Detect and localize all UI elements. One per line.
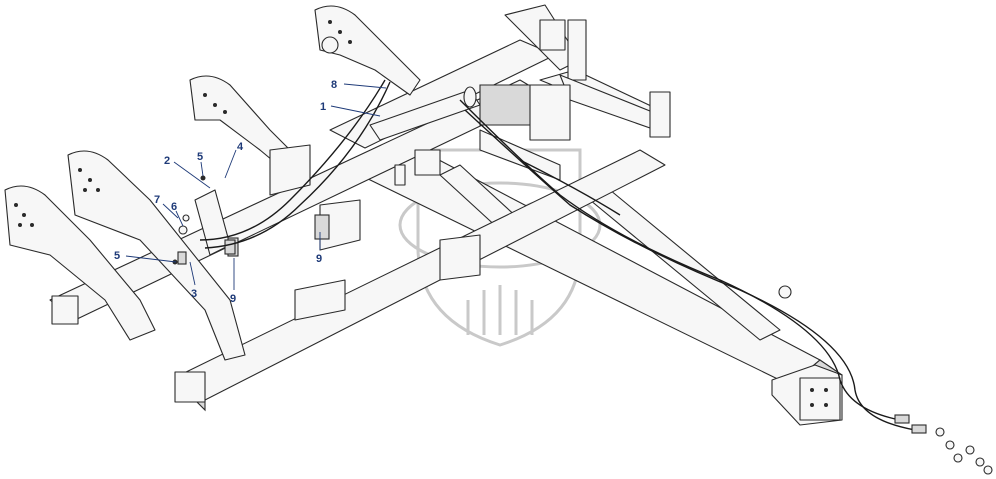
callout-9-left: 9 [230,293,236,305]
callout-5-upper: 5 [197,151,203,163]
hydraulic-hoses [199,79,916,431]
callout-1: 1 [320,101,326,113]
main-beam [359,149,843,426]
seat-arm-4 [314,5,421,96]
rear-cross-beam [174,149,666,412]
callout-5-lower: 5 [114,250,120,262]
callout-leaders [125,83,387,290]
callout-6: 6 [171,201,177,213]
hose-fittings [778,285,993,475]
callouts: 1 2 3 4 5 5 6 7 8 9 9 [114,79,337,305]
callout-8: 8 [331,79,337,91]
callout-7: 7 [154,194,160,206]
seat-arm-2 [67,150,246,361]
callout-9-center: 9 [316,253,322,265]
hitch-plate [799,377,841,421]
hydraulic-cylinder-upper [369,84,571,141]
seat-arm-1 [4,185,156,341]
callout-3: 3 [191,288,197,300]
callout-4: 4 [237,141,244,153]
callout-2: 2 [164,155,170,167]
right-top-bracket [559,74,671,138]
